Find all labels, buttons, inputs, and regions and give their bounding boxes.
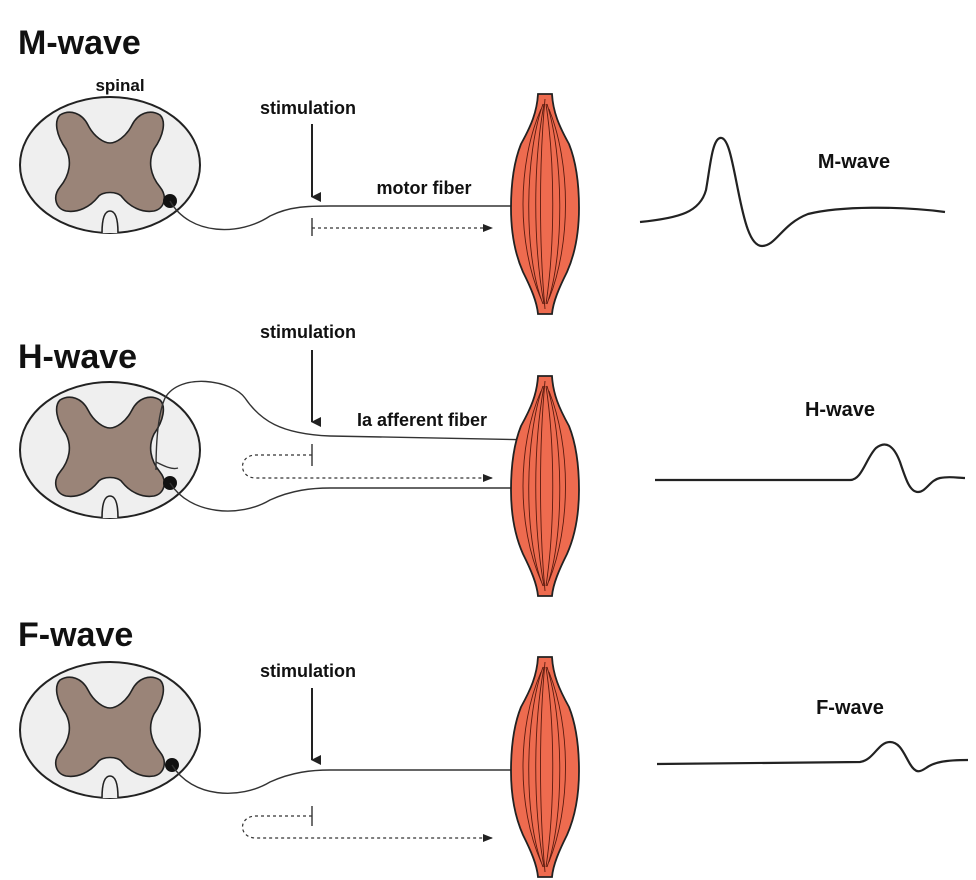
panel-title-m-wave: M-wave [18, 24, 141, 62]
spinal-cord-cross-section [19, 96, 201, 234]
reflex-conduction-arrow [241, 454, 493, 482]
fiber-label-ia-afferent: Ia afferent fiber [357, 410, 487, 430]
fiber-label-motor: motor fiber [376, 178, 471, 198]
afferent-synapse [155, 461, 179, 470]
antidromic-conduction-arrow [241, 815, 493, 842]
wave-label-m: M-wave [818, 151, 890, 173]
ia-afferent-fiber [155, 380, 541, 471]
stimulation-label: stimulation [260, 661, 356, 681]
stimulation-label: stimulation [260, 322, 356, 342]
f-wave-trace [656, 740, 969, 773]
muscle [510, 375, 580, 597]
panel-h-wave: H-wave stimulation Ia afferent fiber H-w… [18, 322, 966, 597]
spinal-cord-cross-section [19, 661, 201, 799]
panel-title-h-wave: H-wave [18, 338, 137, 376]
stimulation-label: stimulation [260, 98, 356, 118]
muscle [510, 93, 580, 315]
motor-fiber [171, 764, 540, 794]
wave-label-h: H-wave [805, 399, 875, 421]
spinal-label: spinal [95, 76, 144, 95]
panel-m-wave: M-wave spinal stimulation motor fiber M-… [18, 24, 946, 315]
motor-fiber [169, 200, 540, 231]
h-wave-trace [655, 443, 966, 494]
panel-title-f-wave: F-wave [18, 616, 133, 654]
m-wave-trace [639, 136, 946, 248]
spinal-cord-cross-section [19, 381, 201, 519]
wave-label-f: F-wave [816, 697, 884, 719]
muscle [510, 656, 580, 878]
motor-fiber [169, 482, 540, 512]
panel-f-wave: F-wave stimulation F-wave [18, 616, 969, 878]
